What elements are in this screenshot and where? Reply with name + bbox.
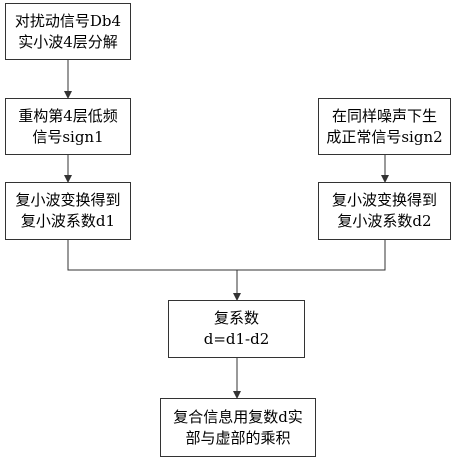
node-step4-line1: 在同样噪声下生 — [331, 106, 437, 125]
node-step5: 复小波变换得到 复小波系数d2 — [318, 182, 451, 240]
node-step4-line2: 成正常信号sign2 — [326, 127, 443, 146]
node-step2: 重构第4层低频 信号sign1 — [5, 98, 131, 155]
node-step5-line2: 复小波系数d2 — [337, 212, 432, 230]
node-step1-line1: 对扰动信号Db4 — [14, 11, 122, 30]
connector-step3-step5-merge — [67, 240, 386, 271]
node-step4: 在同样噪声下生 成正常信号sign2 — [318, 98, 451, 155]
node-step5-line1: 复小波变换得到 — [331, 191, 437, 209]
node-step7: 复合信息用复数d实 部与虚部的乘积 — [160, 398, 316, 457]
node-step1-line2: 实小波4层分解 — [18, 32, 118, 51]
node-step2-line2: 信号sign1 — [32, 127, 104, 146]
node-step6-line2: d=d1-d2 — [203, 330, 270, 348]
node-step3-line2: 复小波系数d1 — [20, 212, 116, 230]
node-step6: 复系数 d=d1-d2 — [168, 300, 305, 358]
node-step3-line1: 复小波变换得到 — [15, 191, 121, 209]
node-step7-line2: 部与虚部的乘积 — [185, 428, 291, 447]
node-step2-line1: 重构第4层低频 — [18, 106, 118, 125]
node-step3: 复小波变换得到 复小波系数d1 — [5, 182, 131, 240]
node-step1: 对扰动信号Db4 实小波4层分解 — [5, 3, 131, 60]
node-step7-line1: 复合信息用复数d实 — [173, 407, 303, 426]
node-step6-line1: 复系数 — [213, 309, 259, 327]
